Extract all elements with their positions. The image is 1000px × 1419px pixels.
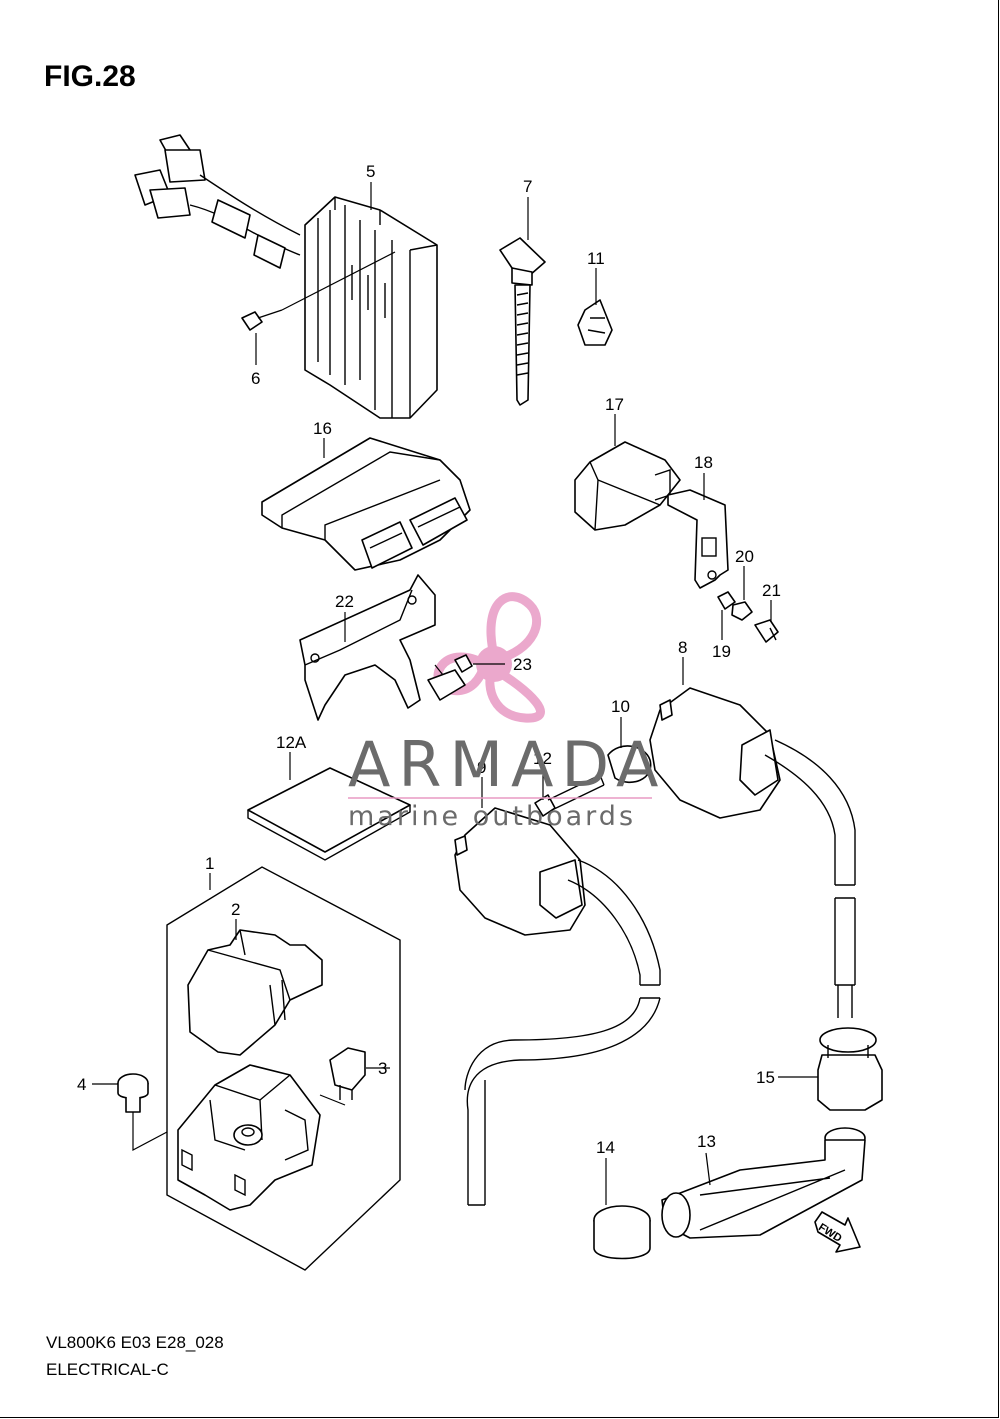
screw-6 <box>241 251 396 331</box>
ecm-bracket <box>299 574 436 721</box>
callout-12a: 12A <box>276 733 307 752</box>
pad-12a <box>247 767 411 861</box>
callout-20: 20 <box>735 547 754 566</box>
footer-code: VL800K6 E03 E28_028 <box>46 1333 224 1352</box>
ecm-unit <box>261 437 471 571</box>
callout-7: 7 <box>523 177 532 196</box>
callout-labels: 5 6 7 11 16 17 18 20 21 19 22 23 8 10 12… <box>77 162 781 1157</box>
footer-title: ELECTRICAL-C <box>46 1360 169 1379</box>
bracket-foot <box>427 669 466 701</box>
callout-16: 16 <box>313 419 332 438</box>
plug-cap-15 <box>817 1027 883 1111</box>
bolt-21 <box>754 619 779 643</box>
callout-4: 4 <box>77 1075 86 1094</box>
ignition-coil-8 <box>649 687 856 1018</box>
callout-6: 6 <box>251 369 260 388</box>
callout-11: 11 <box>587 249 605 268</box>
cushion-10 <box>607 745 652 784</box>
sleeve-14 <box>593 1205 651 1260</box>
callout-5: 5 <box>366 162 375 181</box>
fuse-box-assembly <box>117 866 401 1271</box>
bolt-19 <box>717 591 736 610</box>
callout-23: 23 <box>513 655 532 674</box>
callout-2: 2 <box>231 900 240 919</box>
callout-10: 10 <box>611 697 630 716</box>
watermark-tagline: marine outboards <box>348 801 636 832</box>
callout-21: 21 <box>762 581 781 600</box>
callout-14: 14 <box>596 1138 615 1157</box>
watermark-brand: ARMADA <box>348 728 666 801</box>
screw-23 <box>454 654 473 673</box>
relay-box <box>574 441 681 531</box>
callout-12: 12 <box>533 749 552 768</box>
callout-19: 19 <box>712 642 731 661</box>
fwd-arrow: FWD <box>814 1211 861 1253</box>
plug-cover-13 <box>661 1127 866 1239</box>
callout-17: 17 <box>605 395 624 414</box>
callout-22: 22 <box>335 592 354 611</box>
clamp <box>577 299 613 346</box>
watermark-text: ARMADA marine outboards <box>348 728 666 832</box>
callout-8: 8 <box>678 638 687 657</box>
nut-20 <box>731 601 753 621</box>
cable-tie <box>499 237 546 406</box>
callout-13: 13 <box>697 1132 716 1151</box>
ignition-coil-9 <box>454 807 661 1206</box>
relay-bracket <box>667 489 729 589</box>
regulator-rectifier <box>134 134 438 419</box>
callout-1: 1 <box>205 854 214 873</box>
figure-title: FIG.28 <box>44 60 136 93</box>
leader-lines <box>92 182 818 1205</box>
callout-9: 9 <box>477 758 486 777</box>
callout-18: 18 <box>694 453 713 472</box>
callout-3: 3 <box>378 1059 387 1078</box>
callout-15: 15 <box>756 1068 775 1087</box>
